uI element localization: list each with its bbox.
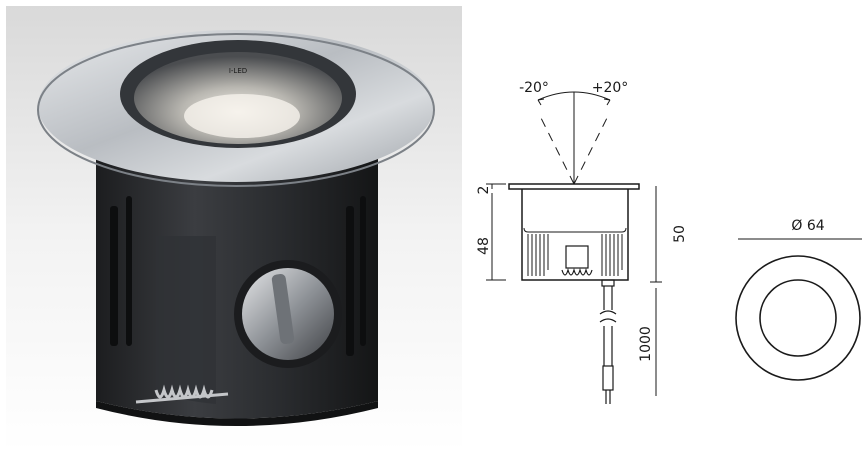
engraving-text: I-LED: [229, 67, 247, 75]
top-view: Ø 64: [735, 218, 862, 381]
spring-clip: [135, 384, 229, 404]
cable-outline: [599, 279, 617, 404]
technical-drawing-svg: -20° +20°: [476, 80, 862, 404]
inner-ring: [759, 279, 837, 357]
dim-diameter-label: Ø 64: [791, 218, 824, 234]
technical-drawing: -20° +20°: [462, 0, 862, 454]
product-photo-svg: I-LED: [6, 6, 462, 452]
cable-gland-cap: [234, 260, 342, 368]
flange-outline: [508, 183, 640, 190]
dim-cable-label: 1000: [638, 326, 654, 362]
body-ribs: [527, 234, 623, 276]
angle-left-label: -20°: [519, 80, 549, 96]
body-outline: [521, 189, 629, 281]
tilt-line-left: [539, 115, 575, 185]
product-photo: I-LED: [6, 6, 462, 452]
outer-ring: [735, 255, 861, 381]
angle-right-label: +20°: [592, 80, 629, 96]
tilt-line-right: [573, 115, 609, 185]
side-view: -20° +20°: [476, 80, 688, 404]
dimension-lines: [486, 183, 662, 396]
dim-total-label: 50: [672, 225, 688, 243]
clip-outline: [565, 245, 589, 269]
dim-flange-label: 2: [476, 186, 492, 195]
dim-body-label: 48: [476, 237, 492, 255]
steel-flange: I-LED: [37, 30, 435, 187]
